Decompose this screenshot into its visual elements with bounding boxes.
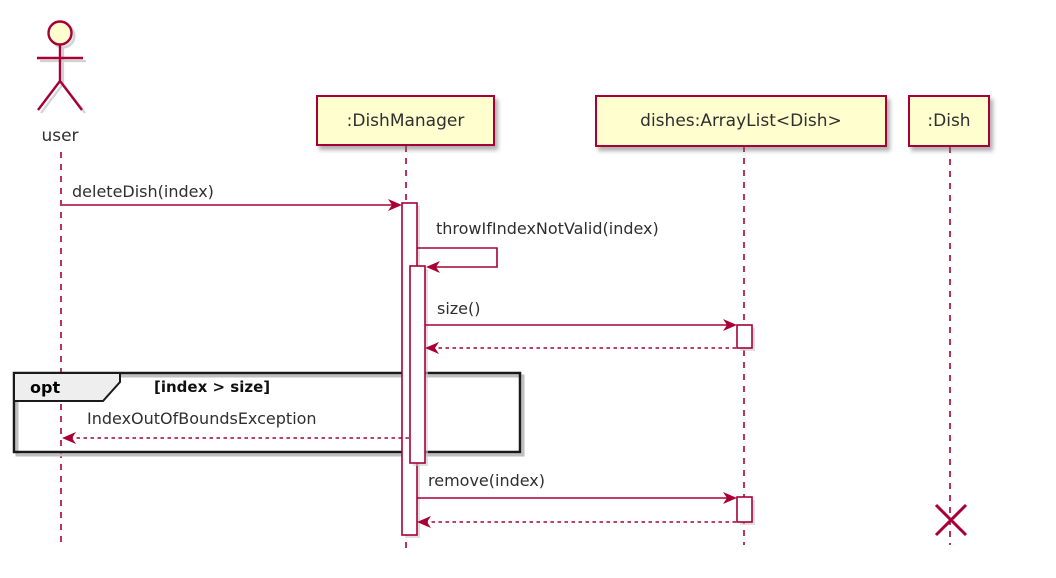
arrowhead-self-call <box>426 261 440 273</box>
activation-bar-dishmanager-nested <box>409 265 428 466</box>
arrowhead-size-return <box>425 342 439 354</box>
arrowhead-remove-return <box>417 516 431 528</box>
actor-icon <box>37 20 86 114</box>
participant-label: dishes:ArrayList<Dish> <box>640 111 842 131</box>
activation-bar-dishes-size <box>736 324 755 351</box>
message-label-size: size() <box>437 299 481 318</box>
message-label-delete-dish: deleteDish(index) <box>72 182 214 201</box>
arrow-self-call <box>417 247 498 268</box>
x-destroy-icon <box>934 503 968 537</box>
arrowhead-delete-dish <box>388 199 402 211</box>
arrowhead-size <box>723 319 737 331</box>
participant-label: :DishManager <box>346 110 465 131</box>
message-label-index-out-of-bounds: IndexOutOfBoundsException <box>87 409 317 428</box>
message-label-throw-if-index-not-valid: throwIfIndexNotValid(index) <box>436 219 659 238</box>
message-label-remove: remove(index) <box>428 471 546 490</box>
arrowhead-remove <box>723 492 737 504</box>
fragment-operator: opt <box>30 378 61 397</box>
participant-box-dish: :Dish <box>908 95 990 147</box>
participant-label: :Dish <box>927 111 971 131</box>
arrowhead-ioobe <box>62 432 76 444</box>
opt-fragment-frame <box>12 371 525 457</box>
actor-name: user <box>41 126 79 146</box>
opt-fragment-header <box>13 372 121 402</box>
participant-box-dishes-arraylist: dishes:ArrayList<Dish> <box>595 95 887 147</box>
activation-bar-dishes-remove <box>736 496 755 525</box>
participant-box-dishmanager: :DishManager <box>316 95 495 146</box>
fragment-guard: [index > size] <box>154 378 271 396</box>
